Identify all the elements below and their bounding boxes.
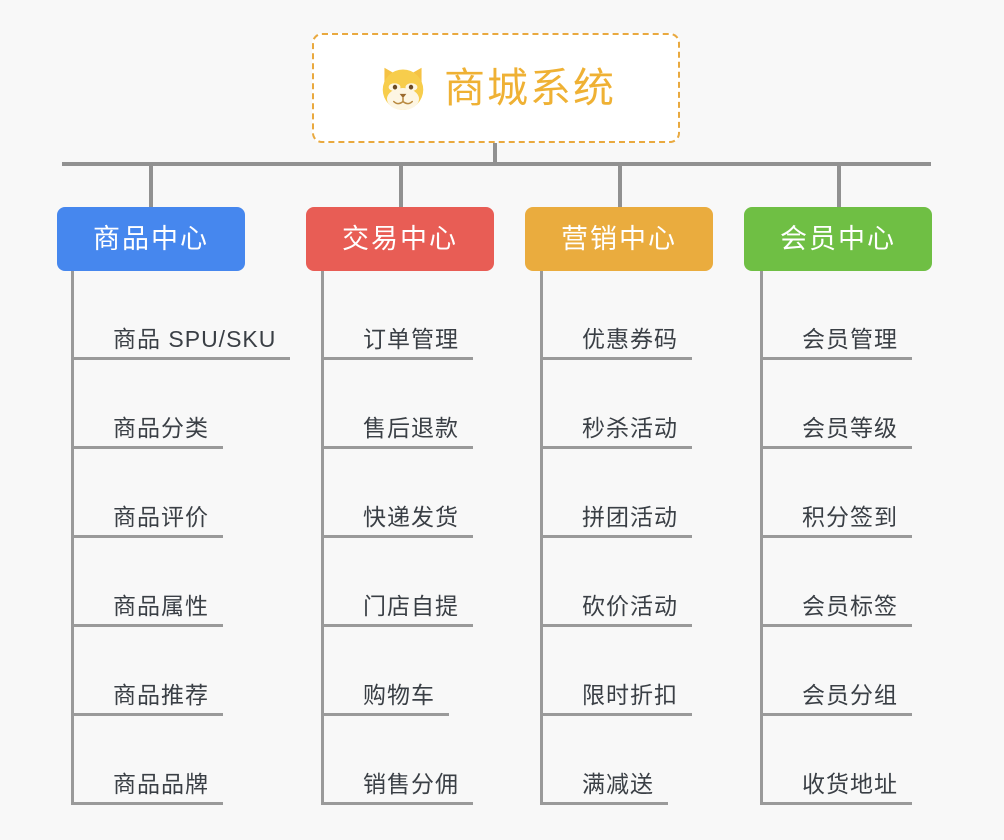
- leaf-label: 会员分组: [802, 682, 898, 708]
- leaf-item[interactable]: 会员管理: [760, 271, 938, 360]
- leaf-item[interactable]: 砍价活动: [540, 538, 718, 627]
- leaf-item[interactable]: 商品分类: [71, 360, 277, 449]
- connector-drop-4: [837, 162, 841, 208]
- leaf-item[interactable]: 商品属性: [71, 538, 277, 627]
- leaf-label: 满减送: [582, 771, 654, 797]
- leaf-item[interactable]: 限时折扣: [540, 627, 718, 716]
- leaf-item[interactable]: 商品品牌: [71, 716, 277, 805]
- shiba-dog-face-icon: [382, 67, 424, 112]
- leaf-column-member-center: 会员管理 会员等级 积分签到 会员标签 会员分组 收货地址: [760, 271, 938, 805]
- leaf-label: 收货地址: [802, 771, 898, 797]
- leaf-spine: [321, 271, 324, 805]
- category-label: 交易中心: [342, 223, 458, 254]
- leaf-label: 积分签到: [802, 504, 898, 530]
- leaf-label: 售后退款: [363, 415, 459, 441]
- connector-drop-3: [618, 162, 622, 208]
- leaf-item[interactable]: 秒杀活动: [540, 360, 718, 449]
- leaf-column-marketing-center: 优惠券码 秒杀活动 拼团活动 砍价活动 限时折扣 满减送: [540, 271, 718, 805]
- leaf-label: 会员等级: [802, 415, 898, 441]
- leaf-label: 商品 SPU/SKU: [113, 326, 277, 352]
- leaf-label: 商品属性: [113, 593, 209, 619]
- leaf-label: 会员标签: [802, 593, 898, 619]
- leaf-label: 门店自提: [363, 593, 459, 619]
- leaf-label: 销售分佣: [363, 771, 459, 797]
- leaf-label: 购物车: [363, 682, 435, 708]
- leaf-item[interactable]: 销售分佣: [321, 716, 499, 805]
- leaf-label: 限时折扣: [582, 682, 678, 708]
- leaf-spine: [540, 271, 543, 805]
- connector-root-stem: [493, 143, 497, 165]
- connector-drop-2: [399, 162, 403, 208]
- leaf-item[interactable]: 商品 SPU/SKU: [71, 271, 290, 360]
- leaf-item[interactable]: 会员标签: [760, 538, 938, 627]
- leaf-item[interactable]: 会员等级: [760, 360, 938, 449]
- category-header-product-center[interactable]: 商品中心: [57, 207, 245, 271]
- leaf-spine: [71, 271, 74, 805]
- category-label: 会员中心: [780, 223, 896, 254]
- leaf-item[interactable]: 售后退款: [321, 360, 499, 449]
- leaf-label: 秒杀活动: [582, 415, 678, 441]
- leaf-item[interactable]: 门店自提: [321, 538, 499, 627]
- leaf-item[interactable]: 优惠券码: [540, 271, 718, 360]
- leaf-item[interactable]: 商品推荐: [71, 627, 277, 716]
- leaf-item[interactable]: 拼团活动: [540, 449, 718, 538]
- leaf-item[interactable]: 满减送: [540, 716, 718, 805]
- category-header-trade-center[interactable]: 交易中心: [306, 207, 494, 271]
- leaf-item[interactable]: 会员分组: [760, 627, 938, 716]
- connector-drop-1: [149, 162, 153, 208]
- leaf-item[interactable]: 积分签到: [760, 449, 938, 538]
- leaf-column-product-center: 商品 SPU/SKU 商品分类 商品评价 商品属性 商品推荐 商品品牌: [71, 271, 290, 805]
- leaf-label: 商品分类: [113, 415, 209, 441]
- leaf-label: 拼团活动: [582, 504, 678, 530]
- leaf-label: 会员管理: [802, 326, 898, 352]
- leaf-label: 订单管理: [363, 326, 459, 352]
- root-node-mall-system[interactable]: 商城系统: [312, 33, 680, 143]
- leaf-item[interactable]: 收货地址: [760, 716, 938, 805]
- connector-horizontal-bus: [62, 162, 931, 166]
- leaf-label: 商品品牌: [113, 771, 209, 797]
- leaf-item[interactable]: 商品评价: [71, 449, 277, 538]
- category-header-marketing-center[interactable]: 营销中心: [525, 207, 713, 271]
- category-header-member-center[interactable]: 会员中心: [744, 207, 932, 271]
- category-label: 营销中心: [561, 223, 677, 254]
- leaf-label: 快递发货: [363, 504, 459, 530]
- leaf-item[interactable]: 购物车: [321, 627, 499, 716]
- leaf-item[interactable]: 订单管理: [321, 271, 499, 360]
- category-label: 商品中心: [93, 223, 209, 254]
- leaf-column-trade-center: 订单管理 售后退款 快递发货 门店自提 购物车 销售分佣: [321, 271, 499, 805]
- leaf-spine: [760, 271, 763, 805]
- leaf-item[interactable]: 快递发货: [321, 449, 499, 538]
- leaf-label: 砍价活动: [582, 593, 678, 619]
- leaf-label: 商品评价: [113, 504, 209, 530]
- leaf-label: 优惠券码: [582, 326, 678, 352]
- root-node-title: 商城系统: [444, 64, 616, 111]
- leaf-label: 商品推荐: [113, 682, 209, 708]
